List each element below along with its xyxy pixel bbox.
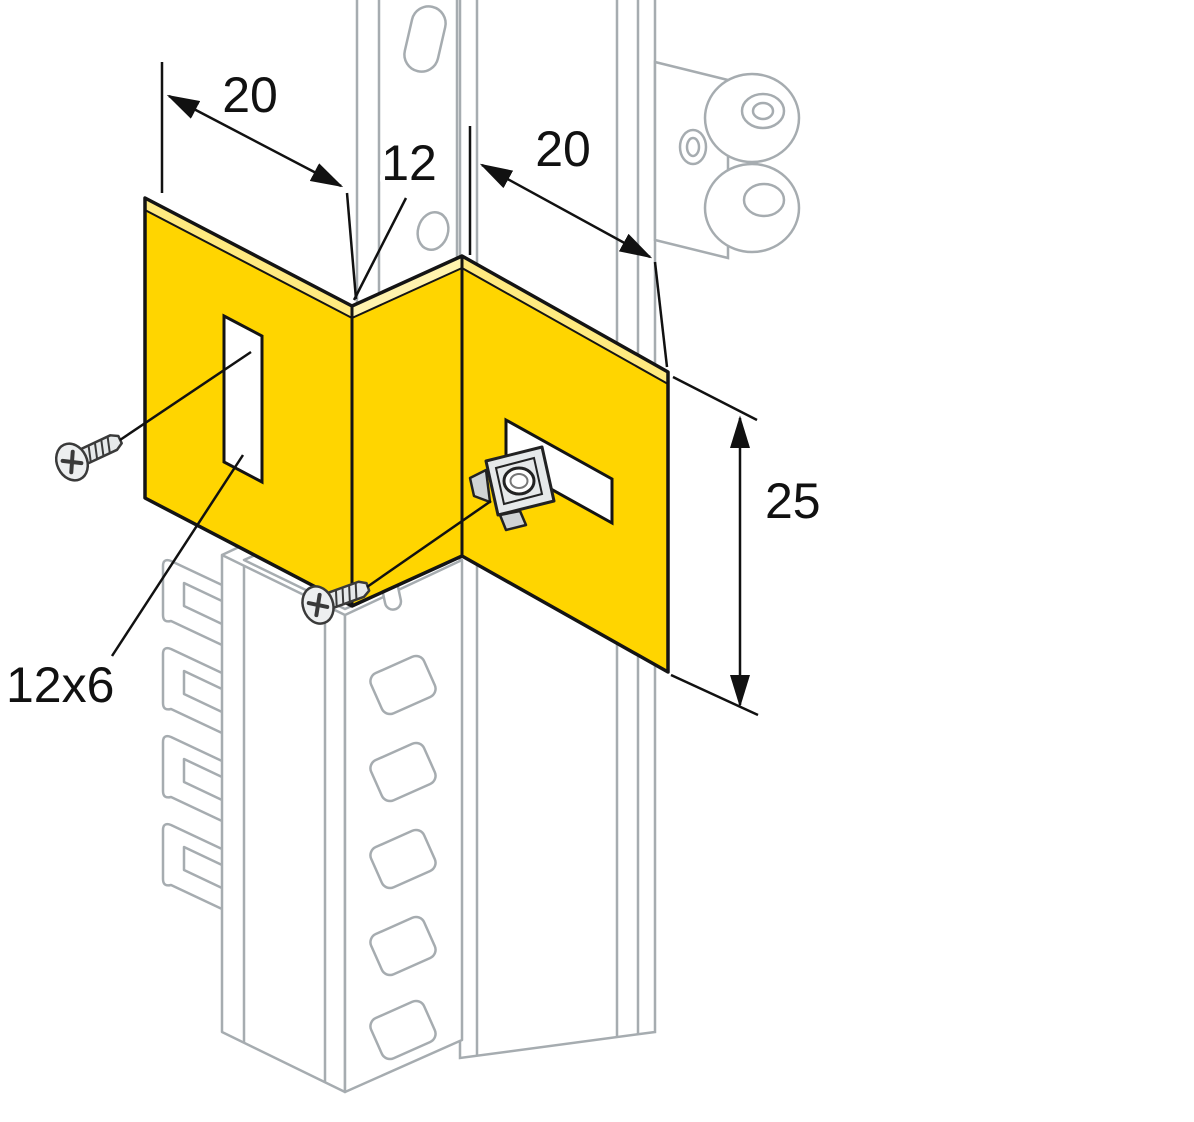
- profile-slot: [369, 654, 437, 716]
- profile-fins: [161, 558, 223, 911]
- cage-nut: [468, 445, 556, 532]
- leader-line-12: [352, 197, 408, 301]
- hinge-bracket: [653, 60, 801, 260]
- extension-line-fold-left: [345, 192, 358, 300]
- dimension-lines: [110, 62, 759, 717]
- profile-slot: [369, 915, 437, 977]
- fin: [161, 822, 223, 911]
- screw-left: [48, 420, 131, 488]
- rail-top-slot: [403, 5, 447, 73]
- dim-line-20-left: [166, 94, 344, 188]
- profile-front-face: [220, 553, 347, 1094]
- cage-nut-hole: [502, 466, 536, 496]
- cage-nut-tab-left: [468, 468, 492, 504]
- fin-inner: [182, 669, 223, 714]
- extension-line-25-top: [672, 375, 758, 422]
- mounting-bracket: [143, 196, 670, 674]
- bracket-web: [352, 256, 462, 606]
- cage-nut-thread: [509, 473, 529, 489]
- dim-label-width-right: 20: [535, 121, 591, 177]
- fin: [161, 734, 223, 823]
- hinge-boss-lower-hole: [742, 182, 786, 218]
- dim-label-width-left: 20: [222, 67, 278, 123]
- fin: [161, 646, 223, 735]
- dim-label-slot-size: 12x6: [6, 657, 114, 713]
- lower-profile: [161, 498, 464, 1094]
- leader-line-screw-center: [366, 499, 492, 589]
- dim-label-web-width: 12: [381, 135, 437, 191]
- fin: [161, 558, 223, 647]
- bracket-slot-left: [222, 313, 264, 485]
- hinge-boss-upper-hole-inner: [751, 101, 775, 121]
- dimension-labels: 20 12 20 25 12x6: [1, 62, 826, 718]
- fin-inner: [182, 757, 223, 802]
- cage-nut-tab-bottom: [498, 509, 528, 532]
- bracket-outline: [143, 196, 670, 674]
- dim-label-height: 25: [765, 473, 821, 529]
- extension-line-25-bottom: [670, 673, 759, 717]
- bracket-fold-lines: [350, 256, 464, 606]
- fin-inner: [182, 581, 223, 626]
- bracket-slot-right: [504, 417, 614, 526]
- leader-line-screw-left: [119, 350, 252, 442]
- fin-inner: [182, 845, 223, 890]
- rail-hole: [416, 211, 450, 251]
- profile-slot: [369, 741, 437, 803]
- cage-nut-inner-frame: [494, 456, 544, 506]
- dim-line-20-right: [479, 163, 653, 259]
- profile-slot: [369, 828, 437, 890]
- hinge-plate-hole-inner: [685, 136, 701, 158]
- profile-slot: [369, 999, 437, 1061]
- extension-line-right: [653, 261, 669, 368]
- leader-line-slot-size: [110, 454, 245, 657]
